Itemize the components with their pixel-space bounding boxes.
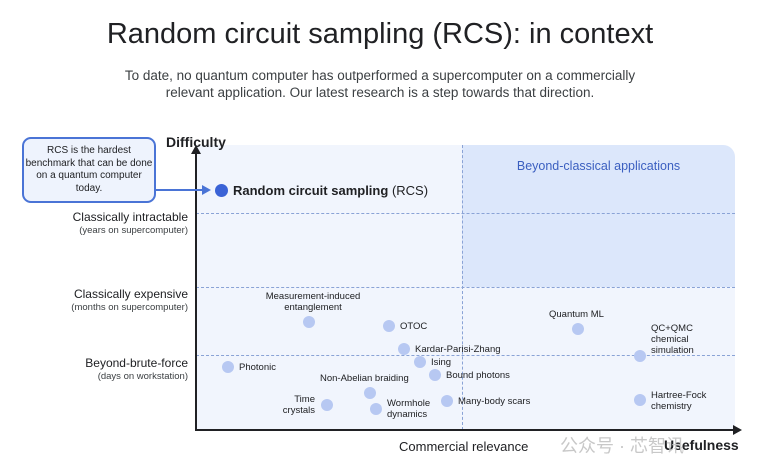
x-axis — [195, 429, 735, 431]
point — [429, 369, 441, 381]
level-expensive: Classically expensive(months on supercom… — [71, 287, 188, 315]
point — [572, 323, 584, 335]
point-label: Time crystals — [282, 394, 315, 416]
level-divider — [196, 287, 735, 288]
point — [414, 356, 426, 368]
level-label: Classically expensive — [73, 287, 188, 301]
point — [634, 394, 646, 406]
level-intractable: Classically intractable(years on superco… — [73, 210, 188, 238]
level-brute-force: Beyond-brute-force(days on workstation) — [85, 356, 188, 384]
commercial-divider — [462, 145, 463, 430]
point — [383, 320, 395, 332]
rcs-callout: RCS is the hardest benchmark that can be… — [22, 137, 156, 203]
level-divider — [196, 355, 735, 356]
level-sub: (months on supercomputer) — [71, 302, 188, 313]
y-axis-arrow — [191, 145, 201, 154]
region-label: Beyond-classical applications — [516, 159, 681, 173]
point — [222, 361, 234, 373]
point-label: Photonic — [239, 362, 276, 373]
level-label: Classically intractable — [72, 210, 188, 224]
point — [321, 399, 333, 411]
rcs-abbr: (RCS) — [391, 183, 429, 198]
level-divider — [196, 213, 735, 214]
rcs-point — [215, 184, 228, 197]
callout-text: RCS is the hardest benchmark that can be… — [25, 145, 153, 194]
point — [441, 395, 453, 407]
point-label: Kardar-Parisi-Zhang — [415, 344, 501, 355]
level-sub: (days on workstation) — [97, 371, 188, 382]
point-label: Wormhole dynamics — [387, 398, 431, 420]
point-label: Many-body scars — [458, 396, 531, 407]
point-label: OTOC — [400, 321, 428, 332]
x-axis-title: Usefulness — [664, 437, 739, 453]
point — [370, 403, 382, 415]
level-sub: (years on supercomputer) — [79, 225, 188, 236]
point-label: Bound photons — [446, 370, 510, 381]
point — [303, 316, 315, 328]
subtitle: To date, no quantum computer has outperf… — [124, 68, 636, 100]
y-axis-title: Difficulty — [166, 134, 226, 150]
point — [398, 343, 410, 355]
page-title: Random circuit sampling (RCS): in contex… — [106, 18, 654, 50]
callout-arrowhead — [202, 185, 211, 195]
point-label: Ising — [431, 357, 452, 368]
point-label: Quantum ML — [549, 309, 604, 320]
point-label: Hartree-Fock chemistry — [651, 390, 707, 412]
level-label: Beyond-brute-force — [85, 356, 188, 370]
point — [634, 350, 646, 362]
rcs-label: Random circuit sampling (RCS) — [233, 183, 428, 198]
y-axis — [195, 152, 197, 431]
callout-arrow — [154, 189, 204, 191]
point-label: Non-Abelian braiding — [320, 373, 409, 384]
rcs-name: Random circuit sampling — [233, 183, 389, 198]
point-label: QC+QMC chemical simulation — [651, 323, 694, 356]
point — [364, 387, 376, 399]
x-axis-arrow — [733, 425, 742, 435]
watermark: 公众号 · 芯智讯 — [560, 436, 684, 456]
beyond-classical-region — [462, 145, 735, 287]
x-mid-label: Commercial relevance — [399, 439, 529, 454]
point-label: Measurement-induced entanglement — [265, 291, 361, 313]
